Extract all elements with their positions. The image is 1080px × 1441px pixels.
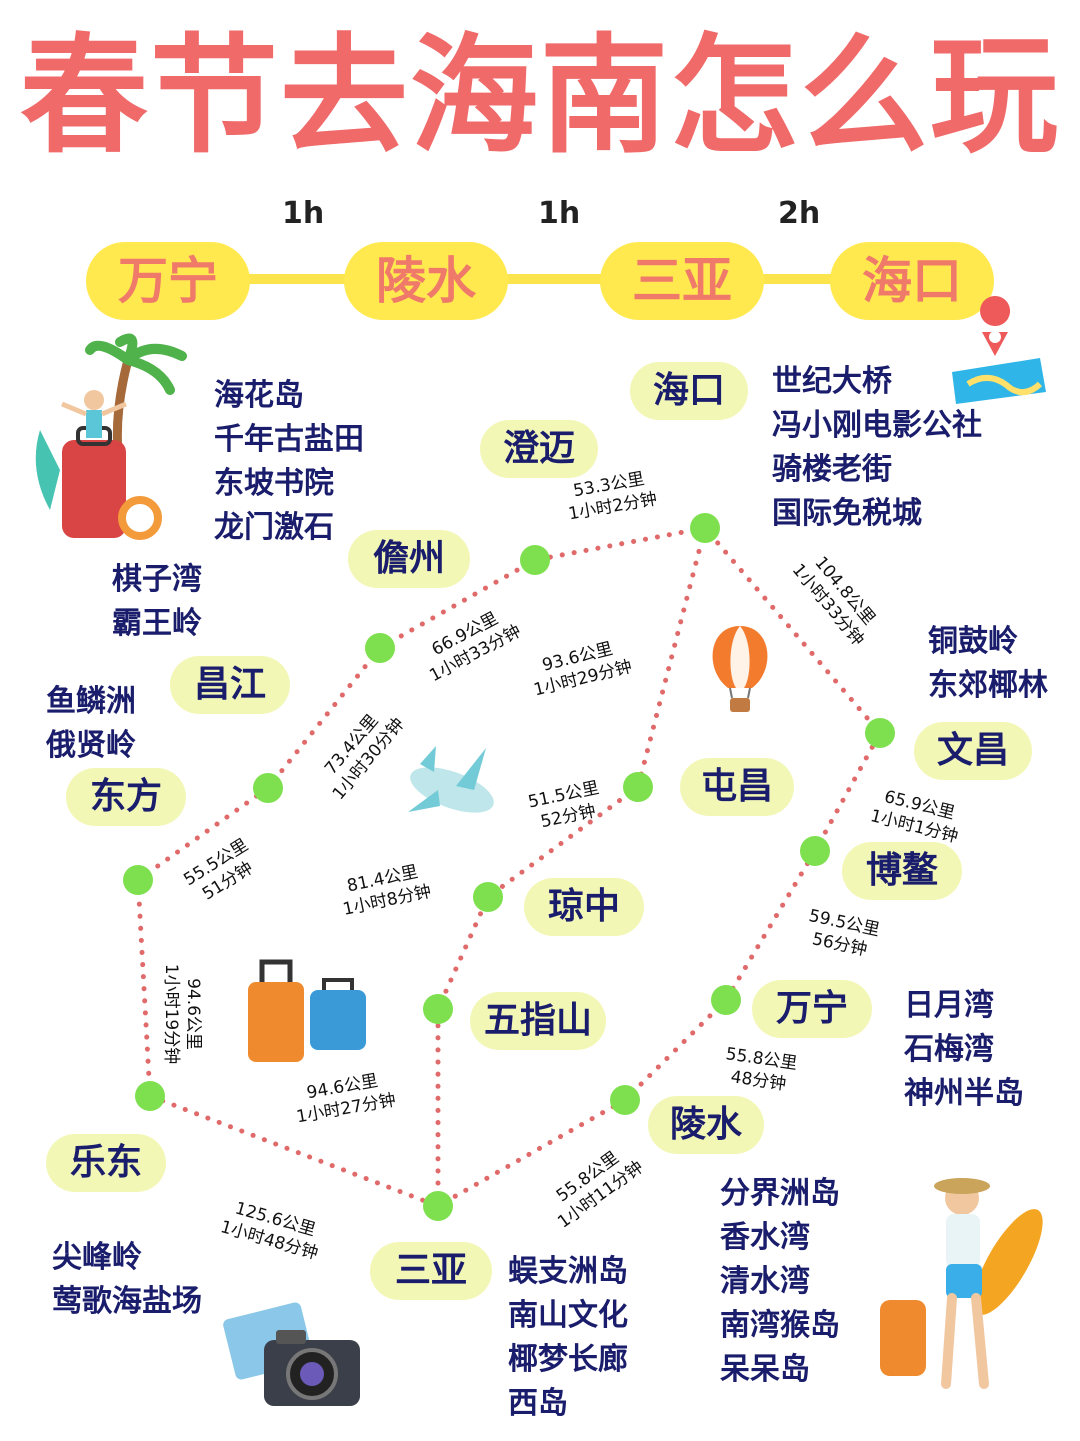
route-stop-wanning: 万宁 [86, 242, 250, 320]
spot: 神州半岛 [904, 1076, 1024, 1111]
city-ledong: 乐东 [46, 1134, 166, 1192]
spot: 尖峰岭 [52, 1240, 142, 1275]
spot: 铜鼓岭 [928, 624, 1018, 659]
node-qiongzhong [473, 882, 503, 912]
spot: 东坡书院 [214, 466, 334, 501]
node-chengmai [520, 545, 550, 575]
spot: 东郊椰林 [928, 668, 1048, 703]
spot: 南山文化 [508, 1298, 628, 1333]
spot: 海花岛 [214, 378, 304, 413]
node-tunchang [623, 772, 653, 802]
spots-changjiang: 棋子湾 霸王岭 [112, 558, 202, 646]
spots-danzhou: 海花岛 千年古盐田 东坡书院 龙门激石 [214, 374, 364, 550]
spot: 棋子湾 [112, 562, 202, 597]
node-danzhou [365, 633, 395, 663]
spot: 椰梦长廊 [508, 1342, 628, 1377]
spot: 南湾猴岛 [720, 1308, 840, 1343]
city-wuzhishan: 五指山 [470, 992, 606, 1050]
central-route-line [435, 525, 708, 1209]
camera-icon [223, 1302, 360, 1406]
node-ledong [135, 1081, 165, 1111]
spot: 鱼鳞洲 [46, 684, 136, 719]
city-wanning: 万宁 [752, 980, 872, 1038]
airplane-icon [408, 746, 494, 813]
palm-tree-traveler-icon [35, 333, 187, 540]
luggage-icon [248, 959, 366, 1062]
spots-wenchang: 铜鼓岭 东郊椰林 [928, 620, 1048, 708]
route-stop-lingshui: 陵水 [344, 242, 508, 320]
spot: 石梅湾 [904, 1032, 994, 1067]
page-title: 春节去海南怎么玩 [19, 22, 1060, 171]
route-stop-sanya: 三亚 [600, 242, 764, 320]
node-wanning [711, 985, 741, 1015]
city-boao: 博鳌 [842, 842, 962, 900]
spot: 国际免税城 [772, 496, 922, 531]
hot-air-balloon-icon [712, 626, 768, 712]
city-danzhou: 儋州 [348, 530, 470, 588]
spots-dongfang: 鱼鳞洲 俄贤岭 [46, 680, 136, 768]
city-tunchang: 屯昌 [680, 758, 794, 816]
spot: 日月湾 [904, 988, 994, 1023]
spot: 冯小刚电影公社 [772, 408, 982, 443]
spot: 西岛 [508, 1386, 568, 1421]
city-sanya: 三亚 [370, 1242, 492, 1300]
spot: 世纪大桥 [772, 364, 892, 399]
spot: 千年古盐田 [214, 422, 364, 457]
node-dongfang [123, 865, 153, 895]
spots-wanning: 日月湾 石梅湾 神州半岛 [904, 984, 1024, 1116]
spot: 清水湾 [720, 1264, 810, 1299]
spot: 蜈支洲岛 [508, 1254, 628, 1289]
route-line [150, 274, 930, 284]
spot: 霸王岭 [112, 606, 202, 641]
node-sanya [423, 1191, 453, 1221]
west-route-line [135, 525, 884, 1209]
node-lingshui [610, 1085, 640, 1115]
spot: 呆呆岛 [720, 1352, 810, 1387]
spots-haikou: 世纪大桥 冯小刚电影公社 骑楼老街 国际免税城 [772, 360, 982, 536]
city-wenchang: 文昌 [914, 722, 1032, 780]
route-duration-2: 1h [538, 196, 581, 231]
city-lingshui: 陵水 [648, 1096, 764, 1154]
spots-ledong: 尖峰岭 莺歌海盐场 [52, 1236, 202, 1324]
node-boao [800, 836, 830, 866]
spot: 分界洲岛 [720, 1176, 840, 1211]
node-wuzhishan [423, 994, 453, 1024]
spot: 龙门激石 [214, 510, 334, 545]
route-stop-haikou: 海口 [830, 242, 994, 320]
route-duration-3: 2h [778, 196, 821, 231]
spot: 香水湾 [720, 1220, 810, 1255]
map-pin-icon [952, 296, 1046, 404]
spot: 莺歌海盐场 [52, 1284, 202, 1319]
spots-sanya: 蜈支洲岛 南山文化 椰梦长廊 西岛 [508, 1250, 628, 1426]
city-qiongzhong: 琼中 [524, 878, 644, 936]
node-haikou [690, 513, 720, 543]
city-haikou: 海口 [630, 362, 748, 420]
surfer-traveler-icon [880, 1178, 1043, 1389]
spot: 骑楼老街 [772, 452, 892, 487]
route-duration-1: 1h [282, 196, 325, 231]
spot: 俄贤岭 [46, 728, 136, 763]
spots-lingshui: 分界洲岛 香水湾 清水湾 南湾猴岛 呆呆岛 [720, 1172, 840, 1392]
node-changjiang [253, 773, 283, 803]
city-dongfang: 东方 [66, 768, 186, 826]
city-chengmai: 澄迈 [480, 420, 598, 478]
node-wenchang [865, 718, 895, 748]
city-changjiang: 昌江 [170, 656, 290, 714]
